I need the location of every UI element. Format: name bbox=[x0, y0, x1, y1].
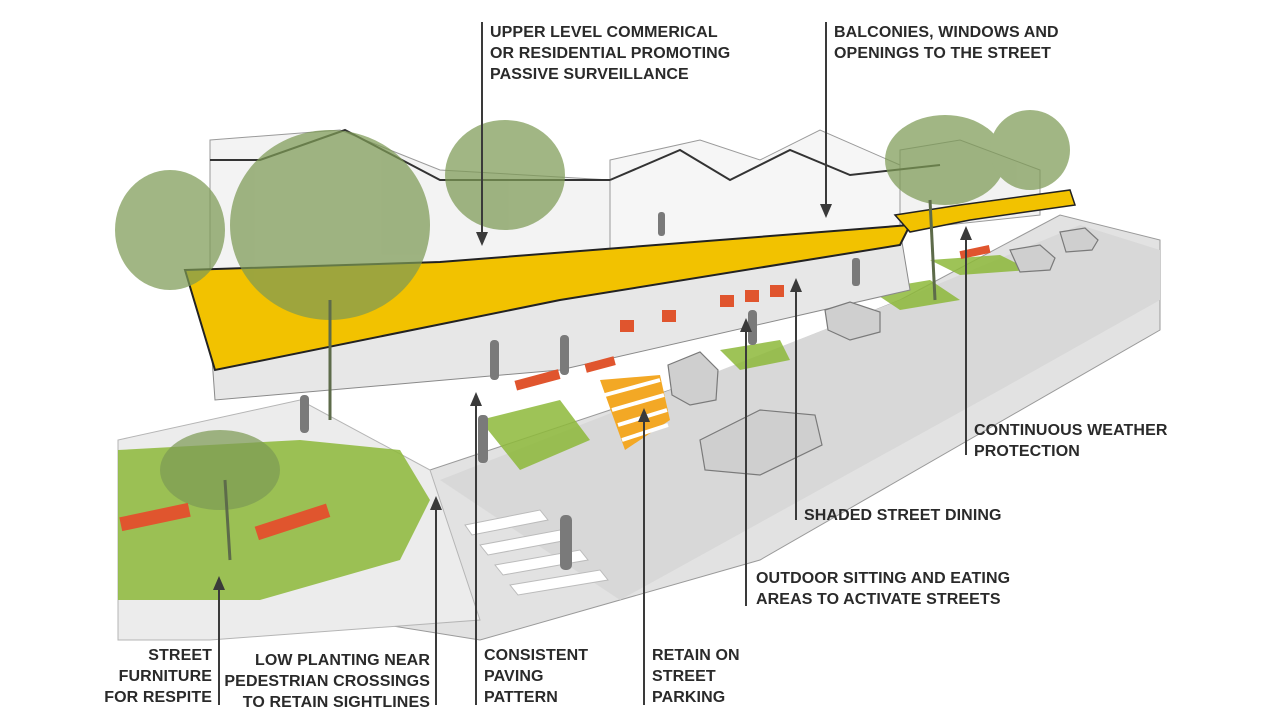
roof-outline-center bbox=[609, 148, 941, 182]
arrow-down-icon bbox=[820, 204, 832, 218]
label-line: PASSIVE SURVEILLANCE bbox=[490, 66, 689, 83]
person bbox=[300, 395, 309, 433]
cafe-chair bbox=[620, 320, 634, 332]
bench bbox=[254, 503, 331, 541]
label-line: LOW PLANTING NEAR bbox=[254, 652, 430, 669]
label-line: AREAS TO ACTIVATE STREETS bbox=[756, 591, 1001, 608]
arrow-up-icon bbox=[470, 392, 482, 406]
label-line: FOR RESPITE bbox=[104, 689, 212, 706]
tree-center bbox=[445, 120, 565, 230]
arrow-down-icon bbox=[476, 232, 488, 246]
people bbox=[300, 212, 860, 570]
bench bbox=[584, 356, 616, 373]
label-upper-level: UPPER LEVEL COMMERICAL OR RESIDENTIAL PR… bbox=[490, 22, 730, 85]
car-medium bbox=[667, 351, 719, 406]
bench bbox=[119, 502, 191, 532]
outdoor-seating bbox=[119, 244, 991, 541]
arrow-up-icon bbox=[790, 278, 802, 292]
tree-far-right bbox=[990, 110, 1070, 190]
median-bed-1 bbox=[480, 400, 590, 470]
label-line: UPPER LEVEL COMMERICAL bbox=[490, 24, 718, 41]
arrow-up-icon bbox=[213, 576, 225, 590]
label-line: FURNITURE bbox=[118, 668, 212, 685]
label-line: SHADED STREET DINING bbox=[804, 507, 1002, 524]
median-bed-2 bbox=[720, 340, 790, 370]
car-far-2 bbox=[1059, 227, 1099, 253]
leader-lines bbox=[213, 22, 972, 705]
cafe-chair bbox=[662, 310, 676, 322]
person bbox=[478, 415, 488, 463]
hatch-line bbox=[611, 393, 665, 412]
label-weather-protection: CONTINUOUS WEATHER PROTECTION bbox=[974, 420, 1168, 462]
arrow-up-icon bbox=[740, 318, 752, 332]
arrow-up-icon bbox=[430, 496, 442, 510]
label-line: OR RESIDENTIAL PROMOTING bbox=[490, 45, 731, 62]
person bbox=[748, 310, 757, 345]
label-line: CONSISTENT bbox=[484, 647, 589, 664]
label-line: RETAIN ON bbox=[652, 647, 740, 664]
tree-left-large bbox=[230, 130, 430, 320]
awnings bbox=[183, 189, 1076, 372]
label-balconies: BALCONIES, WINDOWS AND OPENINGS TO THE S… bbox=[834, 22, 1059, 64]
car-large bbox=[699, 409, 823, 476]
label-line: PROTECTION bbox=[974, 443, 1080, 460]
arrow-up-icon bbox=[638, 408, 650, 422]
crossing-stripe bbox=[509, 569, 609, 596]
label-line: OPENINGS TO THE STREET bbox=[834, 45, 1052, 62]
crossing-stripe bbox=[464, 509, 549, 536]
tree-right bbox=[885, 115, 1005, 205]
label-street-parking: RETAIN ON STREET PARKING bbox=[652, 645, 740, 708]
person bbox=[560, 335, 569, 375]
bench bbox=[959, 244, 991, 260]
car-far-1 bbox=[1009, 244, 1056, 273]
label-paving-pattern: CONSISTENT PAVING PATTERN bbox=[484, 645, 588, 708]
person bbox=[490, 340, 499, 380]
label-line: STREET bbox=[148, 647, 212, 664]
tree-front-left bbox=[160, 430, 280, 510]
label-line: PATTERN bbox=[484, 689, 558, 706]
trees bbox=[115, 110, 1070, 510]
main-awning bbox=[183, 223, 912, 372]
car-small bbox=[824, 301, 881, 341]
label-line: PAVING bbox=[484, 668, 544, 685]
cafe-chair bbox=[745, 290, 759, 302]
tree-left-back bbox=[115, 170, 225, 290]
label-line: TO RETAIN SIGHTLINES bbox=[242, 694, 430, 711]
label-line: PARKING bbox=[652, 689, 726, 706]
label-low-planting: LOW PLANTING NEAR PEDESTRIAN CROSSINGS T… bbox=[224, 650, 430, 713]
label-line: PEDESTRIAN CROSSINGS bbox=[224, 673, 430, 690]
label-line: STREET bbox=[652, 668, 716, 685]
label-line: OUTDOOR SITTING AND EATING bbox=[756, 570, 1011, 587]
person bbox=[560, 515, 572, 570]
person bbox=[658, 212, 665, 236]
cafe-chair bbox=[720, 295, 734, 307]
bench bbox=[514, 369, 561, 391]
label-street-furniture: STREET FURNITURE FOR RESPITE bbox=[100, 645, 212, 708]
tree-trunks bbox=[223, 199, 937, 561]
hatch-line bbox=[604, 378, 661, 397]
median-bed-4 bbox=[930, 255, 1030, 275]
parked-cars bbox=[667, 227, 1099, 476]
corner-awning bbox=[893, 189, 1076, 233]
label-outdoor-sitting: OUTDOOR SITTING AND EATING AREAS TO ACTI… bbox=[756, 568, 1010, 610]
label-line: BALCONIES, WINDOWS AND bbox=[834, 24, 1059, 41]
arrow-up-icon bbox=[960, 226, 972, 240]
person bbox=[852, 258, 860, 286]
label-line: CONTINUOUS WEATHER bbox=[974, 422, 1168, 439]
label-street-dining: SHADED STREET DINING bbox=[804, 505, 1002, 526]
trunk-2 bbox=[928, 199, 937, 301]
trunk-3 bbox=[223, 479, 232, 561]
cafe-chair bbox=[770, 285, 784, 297]
road-surface bbox=[440, 225, 1160, 600]
